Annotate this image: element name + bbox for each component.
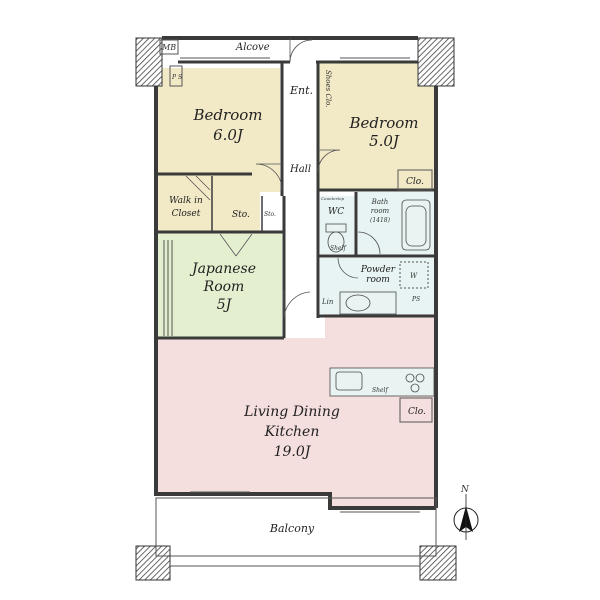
door-walkin[interactable]	[185, 175, 211, 201]
door-bedroom2[interactable]	[317, 149, 341, 173]
label-powder-1: Powder	[360, 265, 396, 275]
label-shelf-kitchen: Shelf	[372, 387, 389, 394]
closet-bedroom2	[397, 169, 433, 191]
outer-wall-bottom	[156, 492, 436, 510]
washbasin-bowl	[345, 294, 371, 312]
label-ldk-1: Living Dining	[243, 404, 340, 420]
label-sto2: Sto.	[264, 211, 276, 218]
kitchen-sink	[335, 371, 363, 391]
bathtub-inner	[405, 205, 427, 247]
column-top-right	[417, 37, 455, 87]
label-hall: Hall	[289, 164, 311, 175]
door-bedroom1[interactable]	[255, 163, 283, 191]
label-ps-mid: PS	[411, 296, 420, 303]
tatami-lines	[163, 240, 173, 336]
label-balcony: Balcony	[269, 522, 315, 535]
label-japanese-2: Room	[203, 279, 245, 295]
toilet-tank	[325, 223, 347, 233]
label-powder-2: room	[366, 275, 390, 285]
balcony-outline	[155, 497, 437, 557]
label-sto1: Sto.	[232, 210, 250, 220]
door-japanese-closet[interactable]	[219, 233, 253, 257]
door-bath[interactable]	[357, 231, 381, 255]
label-shoes-clo: Shoes Clo.	[324, 70, 332, 107]
label-lin: Lin	[321, 298, 334, 306]
label-shelf-wc: Shelf	[330, 245, 347, 252]
label-alcove: Alcove	[235, 42, 270, 53]
label-walkin-2: Closet	[172, 209, 201, 219]
ldk-fill	[158, 300, 434, 506]
door-japanese[interactable]	[283, 290, 311, 319]
label-washer: W	[410, 272, 418, 280]
label-bedroom2: Bedroom	[349, 114, 419, 132]
washer-box	[399, 261, 429, 289]
label-bedroom2-size: 5.0J	[369, 132, 400, 150]
label-north: N	[460, 485, 470, 495]
label-clo-bedroom2: Clo.	[406, 177, 424, 187]
mb-box	[159, 39, 179, 55]
toilet-bowl	[327, 231, 345, 253]
label-japanese-1: Japanese	[189, 261, 256, 277]
bedroom-1-fill	[158, 68, 280, 192]
japanese-room-fill	[158, 232, 282, 338]
label-japanese-size: 5J	[217, 297, 233, 313]
closet-ldk	[399, 397, 433, 423]
label-ldk-2: Kitchen	[264, 424, 320, 440]
door-entrance[interactable]	[289, 38, 313, 63]
column-bottom-right	[419, 545, 457, 581]
ps-box-top	[169, 65, 183, 87]
label-bath-3: (1418)	[370, 217, 391, 224]
walk-in-closet-fill	[158, 175, 260, 231]
label-wc: WC	[328, 207, 344, 217]
label-bath-2: room	[371, 207, 390, 215]
label-ent: Ent.	[289, 84, 313, 97]
label-mb: MB	[161, 43, 176, 52]
bedroom-2-fill	[318, 62, 434, 190]
column-top-left	[135, 37, 163, 87]
north-arrow-icon	[453, 494, 479, 540]
door-powder[interactable]	[337, 257, 359, 279]
stove-icon	[405, 373, 425, 393]
label-bath-1: Bath	[371, 198, 389, 206]
label-bedroom1: Bedroom	[193, 106, 263, 124]
label-bedroom1-size: 6.0J	[213, 126, 244, 144]
windows	[180, 57, 420, 513]
column-bottom-left	[135, 545, 171, 581]
label-ldk-size: 19.0J	[274, 444, 312, 460]
label-clo-ldk: Clo.	[408, 407, 426, 417]
label-ps-top: P S	[171, 74, 182, 81]
label-countertop: Countertop	[321, 196, 345, 201]
label-walkin-1: Walk in	[169, 196, 203, 206]
